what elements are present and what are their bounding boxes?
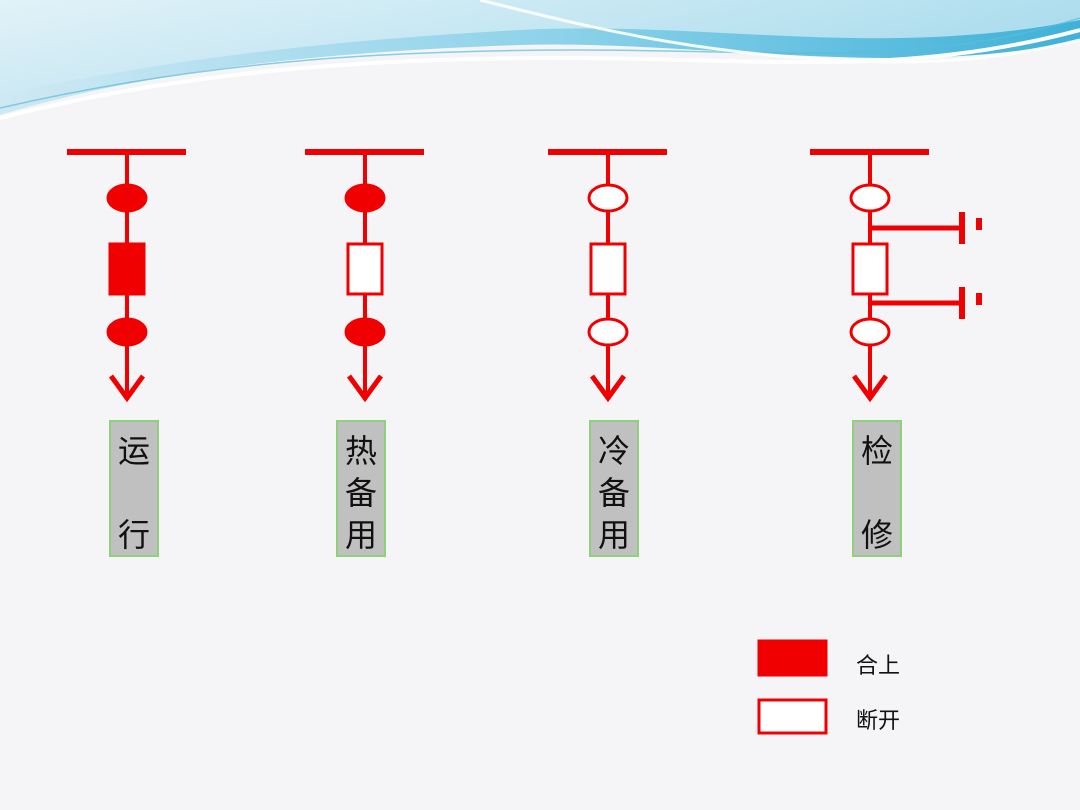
circuit-breaker bbox=[851, 242, 889, 296]
arrow-head bbox=[589, 374, 627, 403]
switch-unit-3 bbox=[548, 149, 667, 403]
state-label-3: 冷备用 bbox=[589, 420, 639, 557]
switch-unit-1 bbox=[67, 149, 186, 403]
lower-disconnector bbox=[587, 317, 629, 347]
arrow-head bbox=[346, 374, 384, 403]
switch-unit-2 bbox=[305, 149, 424, 403]
circuit-breaker bbox=[589, 242, 627, 296]
header-wave-decoration bbox=[0, 0, 1080, 120]
state-label-char: 修 bbox=[860, 516, 893, 554]
upper-disconnector bbox=[106, 183, 148, 213]
state-label-char: 检 bbox=[860, 432, 893, 470]
legend-closed-swatch bbox=[757, 639, 828, 677]
upper-disconnector bbox=[849, 183, 891, 213]
legend-open-label: 断开 bbox=[856, 709, 901, 734]
circuit-breaker bbox=[346, 242, 384, 296]
upper-disconnector bbox=[587, 183, 629, 213]
legend bbox=[757, 639, 828, 735]
state-label-char bbox=[872, 472, 882, 514]
state-label-char: 热 bbox=[344, 432, 377, 470]
state-label-char: 用 bbox=[597, 516, 630, 554]
switch-unit-4 bbox=[810, 149, 982, 403]
state-label-1: 运 行 bbox=[109, 420, 159, 557]
upper-disconnector bbox=[344, 183, 386, 213]
lower-disconnector bbox=[106, 317, 148, 347]
arrow-head bbox=[108, 374, 146, 403]
lower-disconnector bbox=[849, 317, 891, 347]
grounding-switch-1 bbox=[870, 212, 982, 244]
state-label-char: 冷 bbox=[597, 432, 630, 470]
legend-closed-label: 合上 bbox=[856, 654, 901, 679]
state-label-char: 运 bbox=[117, 432, 150, 470]
arrow-head bbox=[851, 374, 889, 403]
circuit-breaker bbox=[108, 242, 146, 296]
state-label-char: 行 bbox=[117, 516, 150, 554]
state-label-4: 检 修 bbox=[852, 420, 902, 557]
legend-open-swatch bbox=[757, 698, 828, 735]
state-label-char bbox=[129, 472, 139, 514]
state-label-2: 热备用 bbox=[336, 420, 386, 557]
lower-disconnector bbox=[344, 317, 386, 347]
state-label-char: 备 bbox=[597, 474, 630, 512]
state-label-char: 用 bbox=[344, 516, 377, 554]
state-label-char: 备 bbox=[344, 474, 377, 512]
grounding-switch-2 bbox=[870, 287, 982, 319]
